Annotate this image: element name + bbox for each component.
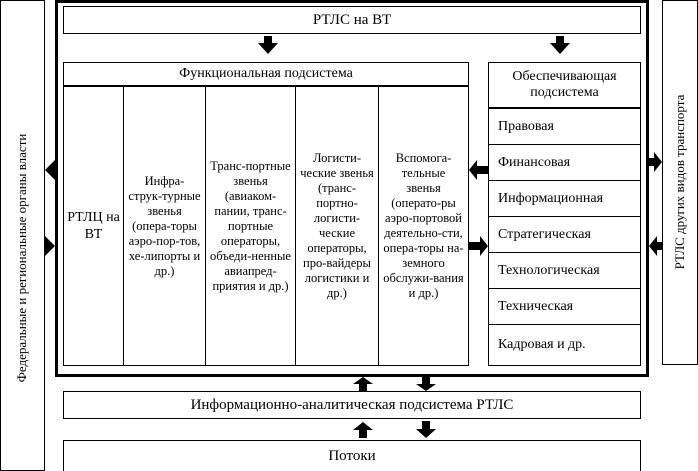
arrow-left-between [469, 160, 488, 185]
supporting-item: Стратегическая [488, 216, 641, 253]
supporting-item: Информационная [488, 180, 641, 217]
supporting-header: Обеспечивающая подсистема [488, 62, 641, 108]
supporting-item-label: Стратегическая [498, 226, 591, 242]
info-analytic-label: Информационно-аналитическая подсистема Р… [190, 396, 514, 413]
column-label: РТЛЦ на ВТ [67, 210, 120, 242]
supporting-item: Техническая [488, 288, 641, 325]
flows-label: Потоки [328, 447, 376, 464]
supporting-item: Кадровая и др. [488, 324, 641, 366]
supporting-item-label: Технологическая [498, 262, 600, 278]
supporting-item-label: Финансовая [498, 154, 571, 170]
arrow-right-outgoing [649, 152, 662, 177]
left-side-label: Федеральные и региональные органы власти [14, 133, 29, 383]
functional-header-label: Функциональная подсистема [179, 66, 353, 81]
column-label: Логисти-ческие звенья (транс-портно-логи… [300, 151, 374, 300]
column-label: Инфра-струк-турные звенья (опера-торы аэ… [128, 173, 201, 278]
functional-column: Вспомога-тельные звенья (операто-ры аэро… [378, 86, 469, 366]
arrow-up-to-info [353, 420, 373, 445]
title-box: РТЛС на ВТ [63, 6, 641, 34]
arrow-down-supporting [550, 36, 570, 59]
right-side-label: РТЛС других видов транспорта [672, 94, 687, 270]
arrow-down-from-info [416, 420, 436, 445]
main-frame [55, 0, 649, 377]
arrow-down-functional [258, 36, 278, 59]
supporting-item: Технологическая [488, 252, 641, 289]
functional-column: Транс-портные звенья (авиаком-пании, тра… [205, 86, 296, 366]
arrow-up-to-main [353, 377, 373, 396]
flows-box: Потоки [63, 440, 641, 471]
column-label: Транс-портные звенья (авиаком-пании, тра… [210, 158, 291, 293]
supporting-item-label: Информационная [498, 190, 604, 206]
supporting-header-label: Обеспечивающая подсистема [512, 69, 617, 100]
left-side-box [0, 0, 45, 471]
supporting-item: Правовая [488, 108, 641, 145]
supporting-item: Финансовая [488, 144, 641, 181]
column-label: Вспомога-тельные звенья (операто-ры аэро… [383, 151, 464, 300]
arrow-right-between [469, 236, 488, 261]
supporting-item-label: Техническая [498, 298, 574, 314]
supporting-item-label: Кадровая и др. [498, 337, 586, 352]
functional-column: РТЛЦ на ВТ [63, 86, 124, 366]
functional-column: Инфра-струк-турные звенья (опера-торы аэ… [123, 86, 206, 366]
info-analytic-box: Информационно-аналитическая подсистема Р… [63, 391, 641, 419]
arrow-down-from-main [416, 377, 436, 396]
supporting-item-label: Правовая [498, 118, 554, 134]
right-side-box [662, 0, 698, 365]
arrow-left-outgoing [45, 160, 55, 185]
arrow-right-incoming [45, 236, 55, 261]
arrow-left-incoming [649, 236, 662, 261]
functional-header: Функциональная подсистема [63, 62, 469, 86]
page-title: РТЛС на ВТ [312, 11, 392, 28]
functional-column: Логисти-ческие звенья (транс-портно-логи… [295, 86, 379, 366]
